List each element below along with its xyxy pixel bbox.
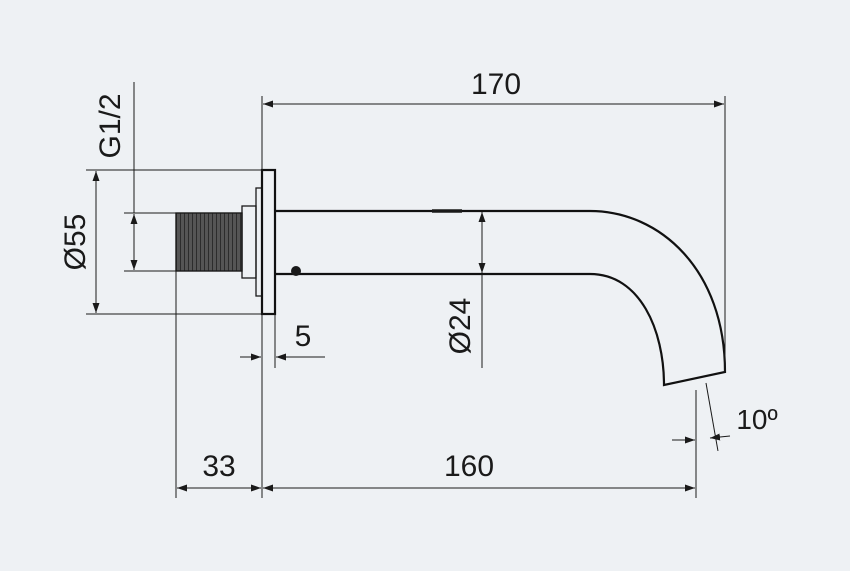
label-plate-diameter: Ø55: [59, 214, 92, 271]
label-overall-length: 170: [471, 68, 521, 101]
spout-pipe: [275, 209, 727, 387]
label-spout-length: 160: [444, 450, 494, 483]
dimension-labels: 170 G1/2 Ø55 Ø24 5 33 160 10º: [59, 68, 778, 483]
set-screw: [291, 266, 301, 276]
wall-plate: [260, 168, 277, 316]
label-spout-diameter: Ø24: [444, 298, 477, 355]
dimension-lines: [92, 100, 731, 492]
label-thread-size: G1/2: [94, 93, 127, 158]
label-thread-length: 33: [202, 450, 235, 483]
thread-connector: [175, 212, 243, 272]
extension-lines: [86, 82, 726, 498]
label-plate-thickness: 5: [295, 320, 312, 353]
label-tilt-angle: 10º: [736, 404, 777, 435]
collar: [241, 205, 257, 279]
